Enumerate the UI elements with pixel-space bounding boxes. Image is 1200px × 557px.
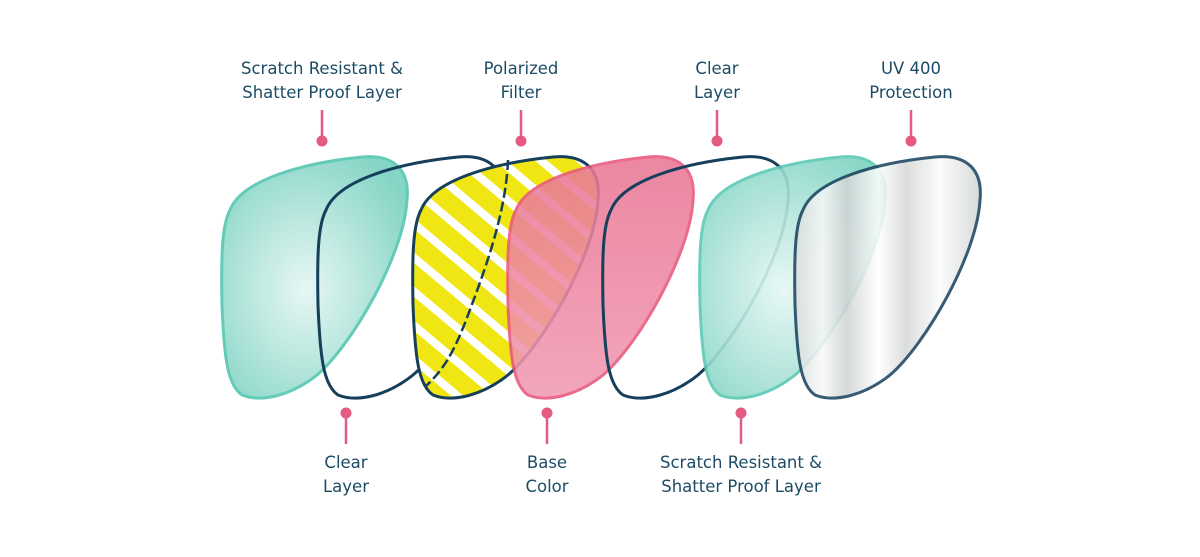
label-line: Shatter Proof Layer bbox=[661, 477, 821, 496]
label-clear-layer-bottom: Clear Layer bbox=[236, 451, 456, 499]
label-line: Filter bbox=[500, 83, 542, 102]
label-line: Clear bbox=[324, 453, 368, 472]
label-line: Layer bbox=[322, 477, 369, 496]
lens-base-color bbox=[506, 155, 695, 400]
label-scratch-resistant-top: Scratch Resistant & Shatter Proof Layer bbox=[212, 57, 432, 105]
label-line: Scratch Resistant & bbox=[660, 453, 822, 472]
label-line: Base bbox=[526, 453, 568, 472]
label-scratch-resistant-bottom: Scratch Resistant & Shatter Proof Layer bbox=[631, 451, 851, 499]
label-base-color: Base Color bbox=[437, 451, 657, 499]
label-line: Layer bbox=[693, 83, 740, 102]
label-line: UV 400 bbox=[880, 59, 942, 78]
label-clear-layer-top: Clear Layer bbox=[607, 57, 827, 105]
top-pins bbox=[316, 110, 917, 147]
label-line: Scratch Resistant & bbox=[241, 59, 403, 78]
bottom-pins bbox=[340, 407, 747, 444]
label-line: Color bbox=[525, 477, 569, 496]
lens-polarized-filter bbox=[411, 155, 600, 400]
lens-uv-400 bbox=[793, 155, 982, 400]
lens-scratch-resistant-left bbox=[220, 155, 409, 400]
label-polarized-filter: Polarized Filter bbox=[411, 57, 631, 105]
label-line: Clear bbox=[695, 59, 739, 78]
label-line: Polarized bbox=[483, 59, 559, 78]
label-uv-400: UV 400 Protection bbox=[801, 57, 1021, 105]
label-line: Protection bbox=[869, 83, 953, 102]
label-line: Shatter Proof Layer bbox=[242, 83, 402, 102]
